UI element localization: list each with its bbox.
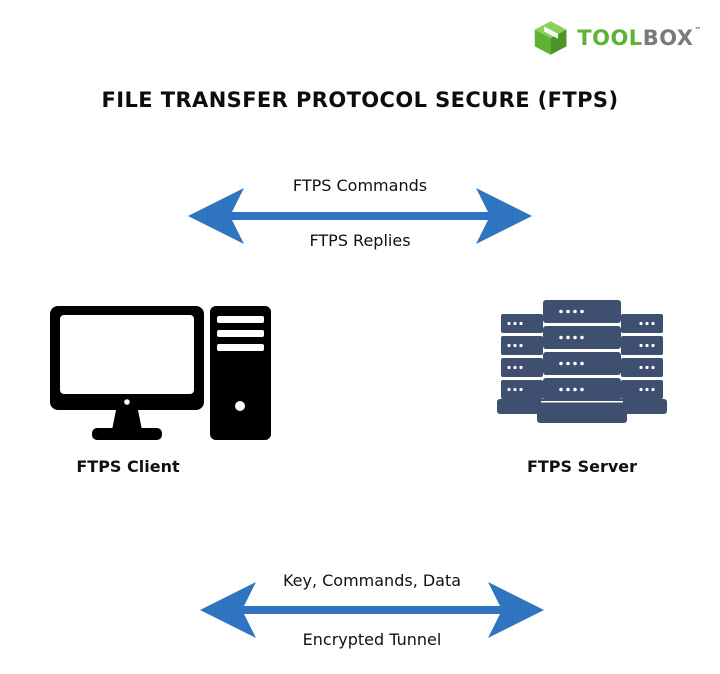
page-title: FILE TRANSFER PROTOCOL SECURE (FTPS) <box>101 88 619 112</box>
logo-text-tool: TOOL <box>577 26 643 50</box>
desktop-computer-icon <box>50 306 271 440</box>
server-rack <box>495 298 669 428</box>
logo-trademark: ™ <box>694 26 702 34</box>
toolbox-cube-icon <box>534 21 567 55</box>
bottom-arrow-label-below: Encrypted Tunnel <box>302 630 442 649</box>
double-arrow-icon <box>200 582 544 638</box>
logo-text: TOOLBOX™ <box>577 26 702 50</box>
double-arrow-icon <box>188 188 532 244</box>
bottom-bidirectional-arrow <box>200 582 544 638</box>
server-label: FTPS Server <box>526 457 638 476</box>
client-label: FTPS Client <box>76 457 180 476</box>
client-computer <box>50 306 272 446</box>
server-rack-icon <box>497 300 667 423</box>
top-arrow-label-above: FTPS Commands <box>292 176 428 195</box>
toolbox-logo: TOOLBOX™ <box>532 16 702 60</box>
bottom-arrow-label-above: Key, Commands, Data <box>282 571 462 590</box>
top-bidirectional-arrow <box>188 188 532 244</box>
top-arrow-label-below: FTPS Replies <box>309 231 411 250</box>
logo-text-box: BOX <box>642 26 694 50</box>
